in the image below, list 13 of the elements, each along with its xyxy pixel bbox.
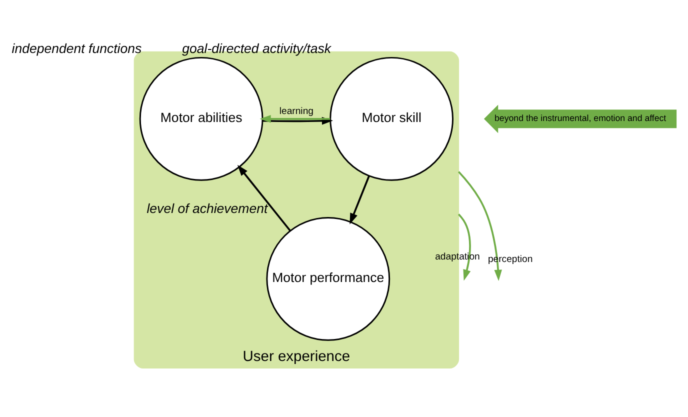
arrow [458,171,502,281]
node-circle: Motor abilities [139,56,264,181]
arrow [260,115,330,123]
arrow [458,214,471,281]
node-circle: Motor performance [266,216,390,341]
node-label: goal-directed activity/task [182,40,332,56]
node-label: level of achievement [146,200,268,216]
arrow [350,176,370,224]
edge-label: adaptation [435,252,480,263]
node-label: independent functions [12,40,142,56]
edge-label: learning [279,106,314,118]
node-circle: Motor skill [330,56,454,181]
arrow [237,164,291,232]
